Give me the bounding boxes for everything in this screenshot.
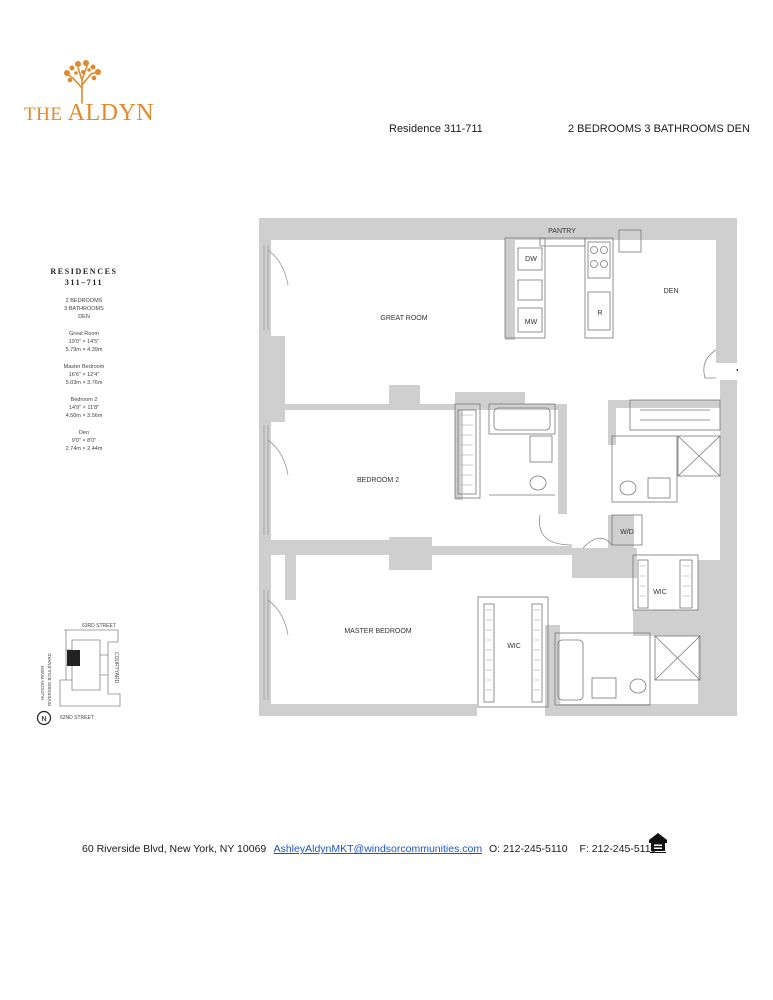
north-compass-icon xyxy=(36,710,52,726)
footer-contact: 60 Riverside Blvd, New York, NY 10069 As… xyxy=(82,843,661,855)
room-name: Master Bedroom xyxy=(63,364,105,370)
bedroom2-label: BEDROOM 2 xyxy=(357,477,399,484)
courtyard-label: COURTYARD xyxy=(113,652,119,684)
office-phone: O: 212-245-5110 xyxy=(489,843,568,855)
north-label: N xyxy=(41,716,46,723)
equal-housing-icon xyxy=(649,833,667,853)
room-metric: 5.79m × 4.39m xyxy=(65,347,103,353)
room-imperial: 14'9" × 11'8" xyxy=(68,405,100,411)
email-link[interactable]: AshleyAldynMKT@windsorcommunities.com xyxy=(273,843,483,855)
den-label: DEN xyxy=(78,314,90,320)
great-room-label: GREAT ROOM xyxy=(380,315,427,322)
fax-number: F: 212-245-5119 xyxy=(579,843,657,855)
master-bedroom-label: MASTER BEDROOM xyxy=(344,628,411,635)
room-imperial: 9'0" × 8'0" xyxy=(71,438,97,444)
wic-master-label: WIC xyxy=(507,643,521,650)
closet-hangers xyxy=(461,414,473,486)
microwave-label: MW xyxy=(525,319,538,326)
key-map: 63RD STREET 62ND STREET HUDSON RIVER RIV… xyxy=(36,623,121,726)
room-imperial: 16'6" × 12'4" xyxy=(68,372,100,378)
brand-name: ALDYN xyxy=(67,100,155,126)
room-name: Great Room xyxy=(69,331,99,337)
unit-location-marker xyxy=(67,650,80,666)
bath-den xyxy=(611,399,721,546)
room-imperial: 19'0" × 14'5" xyxy=(68,339,100,345)
wic-hangers xyxy=(486,565,690,691)
brand-logo: THE ALDYN xyxy=(24,100,154,127)
kitchen xyxy=(504,229,642,339)
den-room-label: DEN xyxy=(664,288,679,295)
unit-summary: 2 BEDROOMS 3 BATHROOMS DEN xyxy=(568,123,750,135)
room-metric: 2.74m × 2.44m xyxy=(65,446,103,452)
room-name: Den xyxy=(78,430,90,436)
bathrooms-count: 3 BATHROOMS xyxy=(64,306,104,312)
bedrooms-count: 2 BEDROOMS xyxy=(65,298,103,304)
room-metric: 4.50m × 3.56m xyxy=(65,413,103,419)
windows xyxy=(263,245,289,700)
residences-number: 311–711 xyxy=(64,278,104,287)
street-62nd: 62ND STREET xyxy=(60,715,94,721)
street-63rd: 63RD STREET xyxy=(82,623,116,629)
residences-title: RESIDENCES xyxy=(50,267,118,276)
walls xyxy=(259,218,737,716)
doors xyxy=(539,349,717,549)
refrigerator-label: R xyxy=(597,310,602,317)
hudson-river-label: HUDSON RIVER xyxy=(40,665,45,700)
room-metric: 5.03m × 3.76m xyxy=(65,380,103,386)
dishwasher-label: DW xyxy=(525,256,537,263)
entry-arrow-icon xyxy=(736,368,738,372)
residence-details: RESIDENCES 311–711 2 BEDROOMS 3 BATHROOM… xyxy=(40,266,128,453)
tree-logo-icon xyxy=(64,60,101,104)
address: 60 Riverside Blvd, New York, NY 10069 xyxy=(82,843,267,855)
washer-dryer-label: W/D xyxy=(620,529,634,536)
wic-label: WIC xyxy=(653,589,667,596)
pantry-label: PANTRY xyxy=(548,228,576,235)
riverside-blvd-label: RIVERSIDE BOULEVARD xyxy=(47,652,52,706)
master-suite xyxy=(477,554,701,708)
residence-label: Residence 311-711 xyxy=(389,123,483,135)
floor-plan: PANTRY DW MW R DEN GREAT ROOM BEDROOM 2 … xyxy=(259,218,738,716)
bath-2 xyxy=(454,403,556,499)
room-name: Bedroom 2 xyxy=(70,397,98,403)
brand-the: THE xyxy=(24,104,63,125)
